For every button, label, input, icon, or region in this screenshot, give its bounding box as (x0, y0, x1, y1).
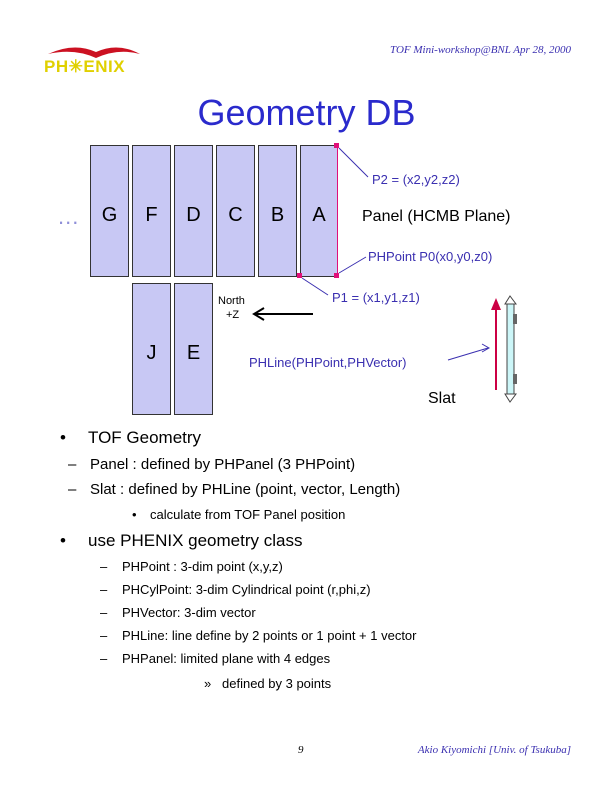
panel-label: G (101, 204, 118, 226)
page-number: 9 (298, 744, 304, 756)
panel-label: J (146, 342, 157, 364)
bullet-dash: – (100, 559, 108, 574)
footer-author: Akio Kiyomichi [Univ. of Tsukuba] (417, 744, 571, 756)
bullet-dash: – (100, 651, 108, 666)
panel-d: D (174, 145, 213, 277)
panel-label-hcmb: Panel (HCMB Plane) (362, 208, 511, 225)
bullet-text: Slat : defined by PHLine (point, vector,… (90, 481, 401, 498)
p2-label: P2 = (x2,y2,z2) (372, 172, 460, 187)
z-label: +Z (226, 309, 240, 321)
bullet-text: defined by 3 points (222, 676, 332, 691)
panel-label: B (270, 204, 285, 226)
bullet-text: use PHENIX geometry class (88, 531, 303, 550)
bullet-text: calculate from TOF Panel position (150, 507, 346, 522)
header-event: TOF Mini-workshop@BNL Apr 28, 2000 (390, 44, 571, 56)
north-arrowhead-icon (252, 307, 265, 321)
north-label: North (218, 295, 245, 307)
page-title: Geometry DB (197, 92, 416, 133)
slat-end-bottom (504, 393, 517, 403)
panel-a: A (300, 145, 338, 277)
phline-arrowhead-icon (481, 343, 491, 353)
p0-marker (334, 273, 339, 278)
phline-pointer (447, 347, 489, 361)
bullet-dash: – (100, 605, 108, 620)
bullet-chevron: » (204, 676, 212, 691)
panel-label: A (312, 204, 326, 226)
bullet-text: PHVector: 3-dim vector (122, 605, 256, 620)
panel-label: C (228, 204, 243, 226)
panel-e: E (174, 283, 213, 415)
bullet-dot: • (60, 428, 66, 447)
panel-j: J (132, 283, 171, 415)
bullet-text: Panel : defined by PHPanel (3 PHPoint) (90, 456, 356, 473)
ellipsis-mark: ... (58, 204, 80, 229)
phenix-logo-icon (48, 47, 140, 58)
p2-marker (334, 143, 339, 148)
p2-connector (338, 147, 369, 178)
slat-cap-top (513, 314, 517, 324)
panel-label: D (186, 204, 201, 226)
slat-icon (506, 303, 515, 395)
panel-f: F (132, 145, 171, 277)
slat-end-top (504, 295, 517, 305)
p1-marker (297, 273, 302, 278)
bullet-text: PHPoint : 3-dim point (x,y,z) (122, 559, 283, 574)
bullet-text: PHCylPoint: 3-dim Cylindrical point (r,p… (122, 582, 371, 597)
bullet-dash: – (68, 456, 77, 473)
phline-label: PHLine(PHPoint,PHVector) (249, 355, 407, 370)
panel-b: B (258, 145, 297, 277)
bullet-dot: • (132, 507, 137, 522)
panel-c: C (216, 145, 255, 277)
bullet-text: TOF Geometry (88, 428, 202, 447)
bullet-dash: – (100, 628, 108, 643)
bullet-dash: – (100, 582, 108, 597)
panel-g: G (90, 145, 129, 277)
panel-label: F (145, 204, 158, 226)
slat-arrowhead-icon (491, 298, 501, 310)
p1-connector (301, 277, 329, 296)
bullet-dot: • (60, 531, 66, 550)
p1-label: P1 = (x1,y1,z1) (332, 290, 420, 305)
slat-cap-bottom (513, 374, 517, 384)
slat-label: Slat (428, 390, 456, 407)
phenix-logo-text: PH✳ENIX (44, 57, 126, 76)
bullet-text: PHLine: line define by 2 points or 1 poi… (122, 628, 417, 643)
p0-label: PHPoint P0(x0,y0,z0) (368, 249, 493, 264)
panel-label: E (186, 342, 201, 364)
p0-connector (338, 256, 367, 274)
bullet-text: PHPanel: limited plane with 4 edges (122, 651, 331, 666)
bullet-dash: – (68, 481, 77, 498)
